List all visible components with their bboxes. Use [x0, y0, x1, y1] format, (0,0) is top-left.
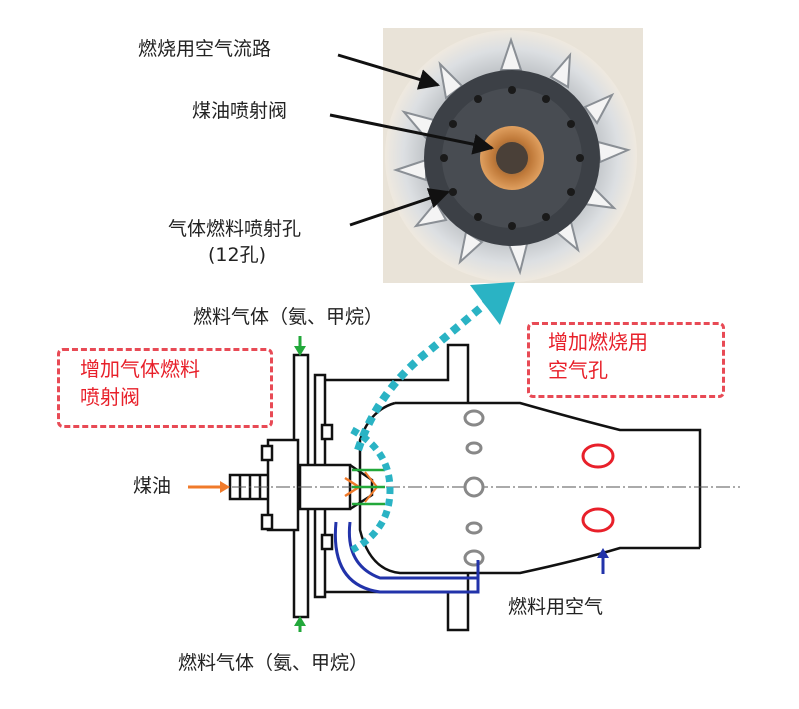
label-kerosene-valve: 煤油喷射阀 — [192, 100, 288, 122]
photo-pointer-arrows — [329, 53, 495, 227]
callout-gas-valve-line2: 喷射阀 — [80, 385, 140, 409]
gas-injection-holes — [440, 86, 584, 230]
burner-photo — [383, 28, 643, 283]
callout-gas-valve-line1: 增加气体燃料 — [80, 357, 200, 381]
callout-box-air-holes — [527, 322, 725, 398]
label-kerosene: 煤油 — [133, 475, 172, 497]
added-air-holes — [581, 443, 615, 533]
label-gas-holes: 气体燃料喷射孔 — [168, 218, 302, 240]
combustion-air-lines — [333, 521, 609, 594]
callout-air-holes-line1: 增加燃烧用 — [548, 330, 648, 354]
label-fuel-gas-top: 燃料气体（氨、甲烷） — [193, 306, 384, 328]
dilution-holes — [463, 409, 485, 567]
fuel-gas-arrows — [294, 336, 385, 632]
callout-box-gas-valve — [57, 348, 273, 428]
label-fuel-gas-bottom: 燃料气体（氨、甲烷） — [178, 652, 369, 674]
label-air-path: 燃烧用空气流路 — [138, 38, 272, 60]
label-gas-holes-count: (12孔) — [208, 244, 267, 266]
callout-air-holes-line2: 空气孔 — [548, 358, 608, 382]
teal-dotted-pointer — [350, 282, 515, 554]
label-combustion-air: 燃料用空气 — [508, 596, 604, 618]
